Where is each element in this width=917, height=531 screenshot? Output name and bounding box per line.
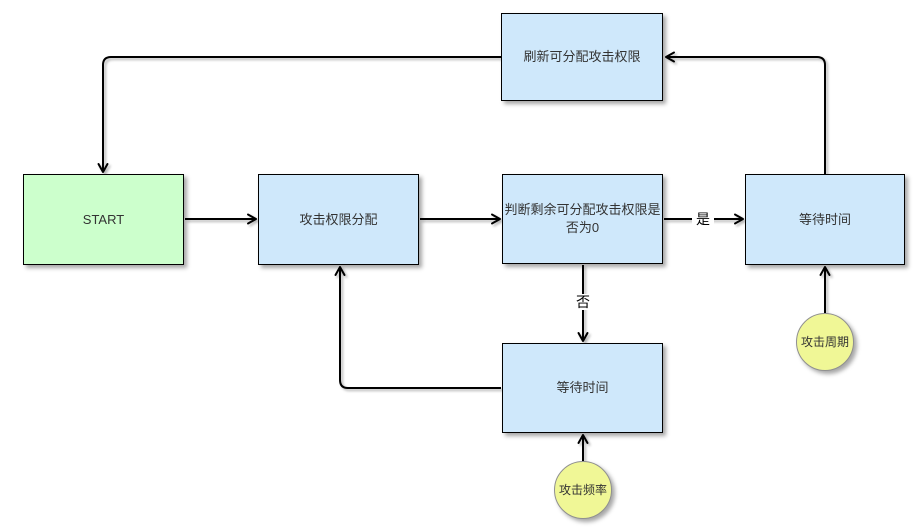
node-decision-remaining-zero: 判断剩余可分配攻击权限是否为0 xyxy=(502,174,663,264)
edge-refresh-to-start xyxy=(97,56,501,173)
node-refresh-permissions-label: 刷新可分配攻击权限 xyxy=(523,49,641,64)
node-start: START xyxy=(23,174,184,265)
node-attack-permission-allocation: 攻击权限分配 xyxy=(258,174,419,265)
node-attack-permission-allocation-label: 攻击权限分配 xyxy=(299,211,378,227)
edge-waitright-to-refresh xyxy=(665,51,826,174)
edge-label-yes: 是 xyxy=(692,211,714,227)
node-attack-cycle-label: 攻击周期 xyxy=(800,335,849,349)
node-start-label: START xyxy=(82,211,125,227)
node-attack-cycle: 攻击周期 xyxy=(796,313,854,371)
node-wait-time-right: 等待时间 xyxy=(745,174,905,265)
edge-label-no: 否 xyxy=(572,294,594,310)
node-refresh-permissions: 刷新可分配攻击权限 xyxy=(501,13,663,101)
node-wait-time-right-label: 等待时间 xyxy=(798,211,851,227)
node-attack-frequency-label: 攻击频率 xyxy=(558,483,607,497)
edge-waitbottom-to-alloc xyxy=(334,266,501,389)
node-wait-time-bottom: 等待时间 xyxy=(502,343,663,433)
node-decision-remaining-zero-label: 判断剩余可分配攻击权限是否为0 xyxy=(504,202,661,235)
node-wait-time-bottom-label: 等待时间 xyxy=(556,380,609,395)
node-attack-frequency: 攻击频率 xyxy=(554,461,612,519)
